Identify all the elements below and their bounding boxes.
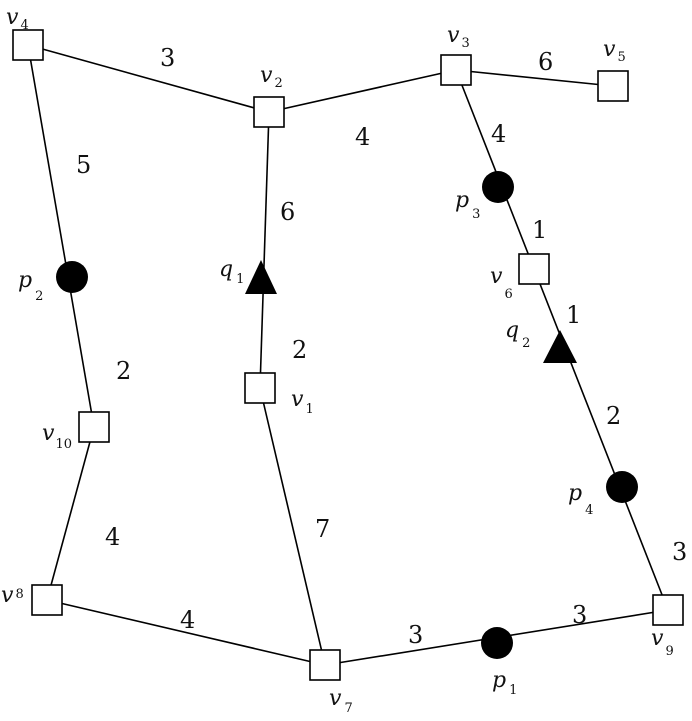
weight-v3-v5: 6 xyxy=(538,48,553,76)
vertex-v6 xyxy=(518,253,550,285)
weight-v4-p2: 5 xyxy=(76,151,91,179)
point-q2 xyxy=(543,330,577,363)
label-q2: q2 xyxy=(505,318,530,351)
point-p1 xyxy=(481,627,513,659)
weight-p1-v9: 3 xyxy=(572,601,587,629)
edge-v1-v7 xyxy=(259,387,326,666)
vertex-v1 xyxy=(244,372,276,404)
weight-v7-p1: 3 xyxy=(408,621,423,649)
label-p2: p2 xyxy=(18,268,43,304)
weight-v2-v3: 4 xyxy=(355,123,370,151)
edge-v8-v7 xyxy=(46,599,326,666)
weight-v4-v2: 3 xyxy=(160,44,175,72)
p-points xyxy=(56,171,638,659)
edge-v3-v5 xyxy=(455,69,614,87)
vertex-v7 xyxy=(309,649,341,681)
weight-v6-q2: 1 xyxy=(566,301,581,329)
vertex-v4 xyxy=(12,29,44,61)
edge-v4-v2 xyxy=(27,44,270,113)
vertex-v10 xyxy=(78,411,110,443)
weight-v2-q1: 6 xyxy=(280,198,295,226)
vertex-v2 xyxy=(253,96,285,128)
point-p4 xyxy=(606,471,638,503)
weight-v3-p3: 4 xyxy=(491,120,506,148)
vertex-v9 xyxy=(652,594,684,626)
label-v10: v10 xyxy=(42,421,72,452)
edge-v4-v10 xyxy=(27,44,95,428)
weight-q1-v1: 2 xyxy=(292,336,307,364)
point-q1 xyxy=(245,260,277,294)
edge-weights: 3 4 6 5 2 6 2 4 1 1 2 3 4 7 4 3 3 xyxy=(76,44,687,649)
vertex-v5 xyxy=(597,70,629,102)
q-points xyxy=(245,260,577,363)
vertex-v8 xyxy=(31,584,63,616)
label-v9: v9 xyxy=(651,626,674,659)
point-p2 xyxy=(56,261,88,293)
point-p3 xyxy=(482,171,514,203)
vertices xyxy=(12,29,684,681)
edge-v2-v1 xyxy=(259,111,270,389)
weight-v1-v7: 7 xyxy=(315,515,330,543)
weight-p2-v10: 2 xyxy=(116,357,131,385)
edge-v10-v8 xyxy=(46,426,95,601)
weight-p3-v6: 1 xyxy=(532,216,547,244)
label-p3: p3 xyxy=(455,188,480,222)
edge-v2-v3 xyxy=(268,69,457,113)
weight-q2-p4: 2 xyxy=(606,402,621,430)
label-p4: p4 xyxy=(568,481,593,518)
weight-v8-v7: 4 xyxy=(180,606,195,634)
weight-v10-v8: 4 xyxy=(105,523,120,551)
vertex-v3 xyxy=(440,54,472,86)
label-v6: v6 xyxy=(490,264,513,302)
weight-p4-v9: 3 xyxy=(672,538,687,566)
